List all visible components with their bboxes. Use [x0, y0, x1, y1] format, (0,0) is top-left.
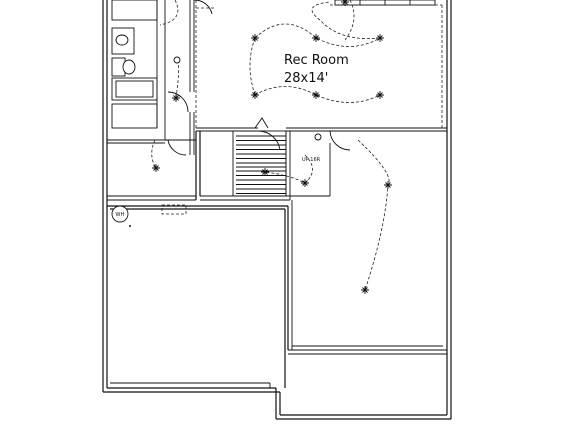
- light-fixture-icon: [312, 91, 320, 99]
- water-heater: WH: [111, 205, 129, 223]
- doors: [167, 0, 351, 156]
- door-swing: [167, 139, 187, 156]
- sink-basin: [115, 34, 129, 46]
- light-fixture-icon: [172, 94, 180, 102]
- light-fixture-icon: [361, 286, 369, 294]
- shower: [111, 103, 158, 129]
- floor-hatch: [161, 204, 187, 215]
- rec-room-name: Rec Room: [284, 53, 349, 68]
- light-fixture-icon: [341, 0, 349, 6]
- door-swing: [167, 91, 189, 113]
- light-fixture-icon: [251, 91, 259, 99]
- exterior-walls: [102, 0, 452, 420]
- outlet-icon: [314, 133, 322, 141]
- outlets: [129, 56, 322, 227]
- bathtub-inner: [115, 80, 154, 98]
- light-fixture-icon: [301, 179, 309, 187]
- stair-arrow-icon: [254, 117, 269, 129]
- door-swing: [193, 0, 213, 15]
- drain-icon: [129, 225, 131, 227]
- water-heater-label: WH: [116, 212, 125, 218]
- light-fixture-icon: [376, 91, 384, 99]
- light-fixtures: [152, 0, 392, 294]
- room-labels: Rec Room 28x14': [284, 53, 349, 86]
- light-fixture-icon: [376, 34, 384, 42]
- windows: [161, 0, 436, 215]
- light-fixture-icon: [152, 164, 160, 172]
- light-fixture-icon: [312, 34, 320, 42]
- light-fixture-icon: [384, 181, 392, 189]
- stairs: UP 16R: [232, 117, 321, 197]
- door-swing: [257, 130, 281, 151]
- toilet-bowl: [122, 59, 136, 75]
- interior-walls: [107, 0, 447, 388]
- bathroom-fixtures: [111, 0, 166, 140]
- vanity: [111, 0, 158, 21]
- water-heater-icon: [111, 205, 129, 223]
- light-fixture-icon: [261, 168, 269, 176]
- stair-treads: [236, 135, 286, 194]
- door-swing: [329, 130, 351, 151]
- outlet-icon: [173, 56, 181, 64]
- rec-room-dims: 28x14': [284, 71, 328, 86]
- light-fixture-icon: [251, 34, 259, 42]
- stair-up-note: UP 16R: [302, 157, 321, 163]
